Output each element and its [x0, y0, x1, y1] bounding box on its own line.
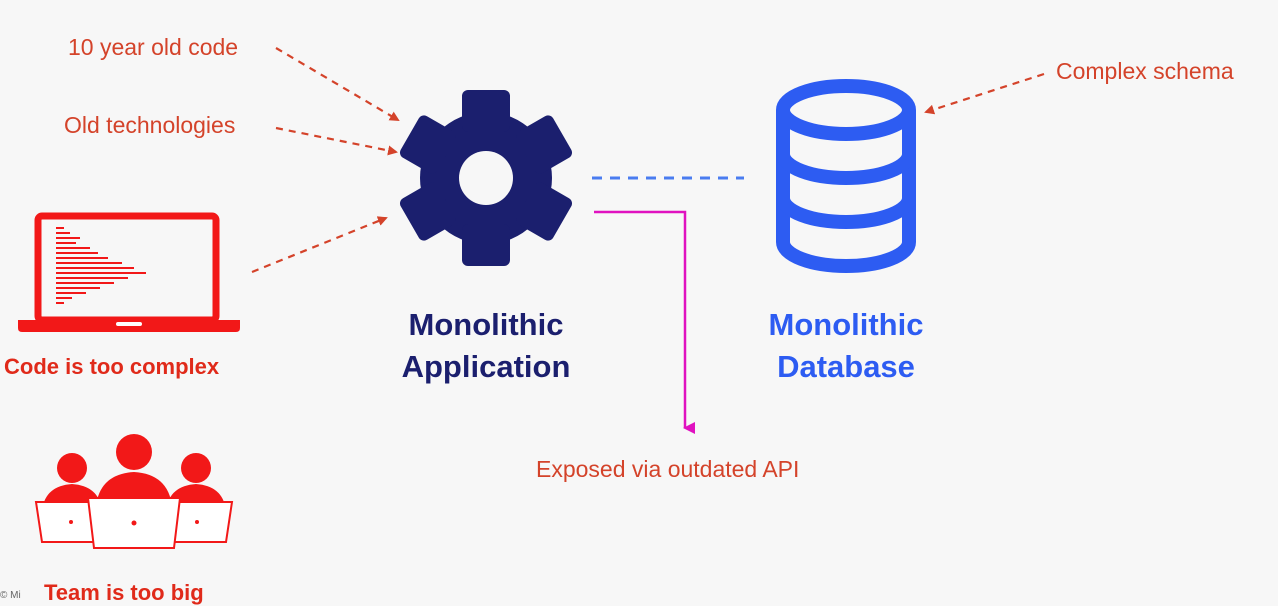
- laptop-icon: [18, 212, 240, 332]
- db-title-line1: Monolithic: [768, 307, 924, 342]
- db-title-line2: Database: [777, 349, 915, 384]
- gear-icon: [399, 90, 573, 266]
- team-icon: [34, 434, 234, 549]
- label-complex-schema: Complex schema: [1056, 58, 1234, 84]
- footer-cut-text: © Mi: [0, 590, 21, 601]
- arrow-complex-schema: [924, 72, 1045, 115]
- arrow-complex-code: [251, 216, 388, 274]
- label-code-complex: Code is too complex: [4, 354, 220, 379]
- db-title: Monolithic Database: [746, 304, 946, 388]
- api-connector: [594, 210, 695, 434]
- app-title: Monolithic Application: [386, 304, 586, 388]
- laptop-code-lines: [56, 227, 146, 304]
- arrow-old-code: [275, 47, 400, 122]
- database-icon: [776, 79, 916, 273]
- label-old-tech: Old technologies: [64, 112, 236, 138]
- arrow-old-tech: [275, 126, 398, 156]
- label-team-big: Team is too big: [44, 580, 204, 605]
- label-old-code: 10 year old code: [68, 34, 239, 60]
- label-outdated-api: Exposed via outdated API: [536, 456, 800, 482]
- app-title-line1: Monolithic: [408, 307, 564, 342]
- app-title-line2: Application: [401, 349, 571, 384]
